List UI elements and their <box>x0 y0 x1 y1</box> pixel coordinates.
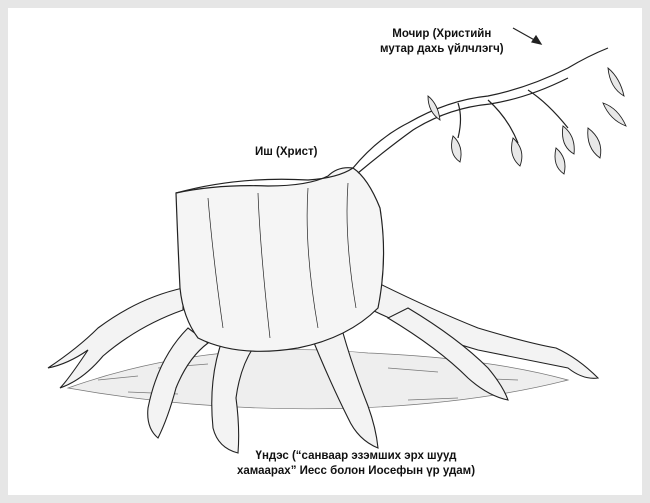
shoot-label-line-1: Мочир (Христийн <box>380 27 504 42</box>
stump-label: Иш (Христ) <box>255 145 318 160</box>
roots-label-line-2: хамаарах” Иесс болон Иосефын үр удам) <box>226 464 486 479</box>
shoot-label-line-2: мутар дахь үйлчлэгч) <box>380 42 504 57</box>
shoot-arrow <box>513 28 541 44</box>
tree-stump-drawing <box>8 8 642 495</box>
roots-label: Үндэс (“санваар эзэмших эрх шууд хамаара… <box>226 449 486 479</box>
stump-trunk <box>176 168 384 352</box>
illustration-panel: Мочир (Христийн мутар дахь үйлчлэгч) Иш … <box>8 8 642 495</box>
shoot-branch <box>353 48 608 173</box>
shoot-label: Мочир (Христийн мутар дахь үйлчлэгч) <box>380 27 504 57</box>
roots-label-line-1: Үндэс (“санваар эзэмших эрх шууд <box>226 449 486 464</box>
leaves <box>428 68 626 174</box>
